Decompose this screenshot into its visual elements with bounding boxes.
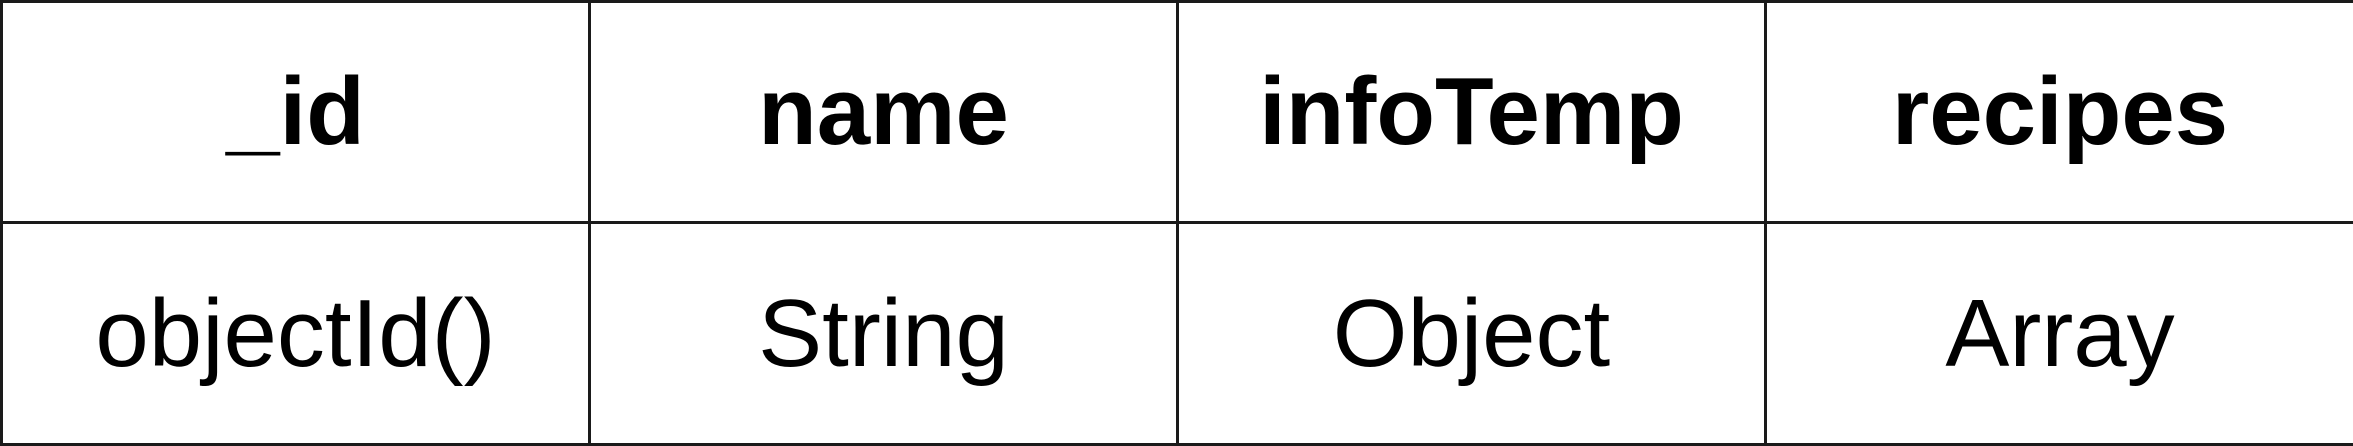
cell-name-type: String	[590, 223, 1178, 445]
table-body: objectId() String Object Array	[2, 223, 2353, 445]
table-row: objectId() String Object Array	[2, 223, 2353, 445]
header-cell-recipes: recipes	[1766, 2, 2353, 223]
header-cell-id: _id	[2, 2, 590, 223]
cell-id-type: objectId()	[2, 223, 590, 445]
header-cell-infotemp: infoTemp	[1178, 2, 1766, 223]
cell-recipes-type: Array	[1766, 223, 2353, 445]
cell-infotemp-type: Object	[1178, 223, 1766, 445]
table-header: _id name infoTemp recipes	[2, 2, 2353, 223]
header-cell-name: name	[590, 2, 1178, 223]
header-row: _id name infoTemp recipes	[2, 2, 2353, 223]
